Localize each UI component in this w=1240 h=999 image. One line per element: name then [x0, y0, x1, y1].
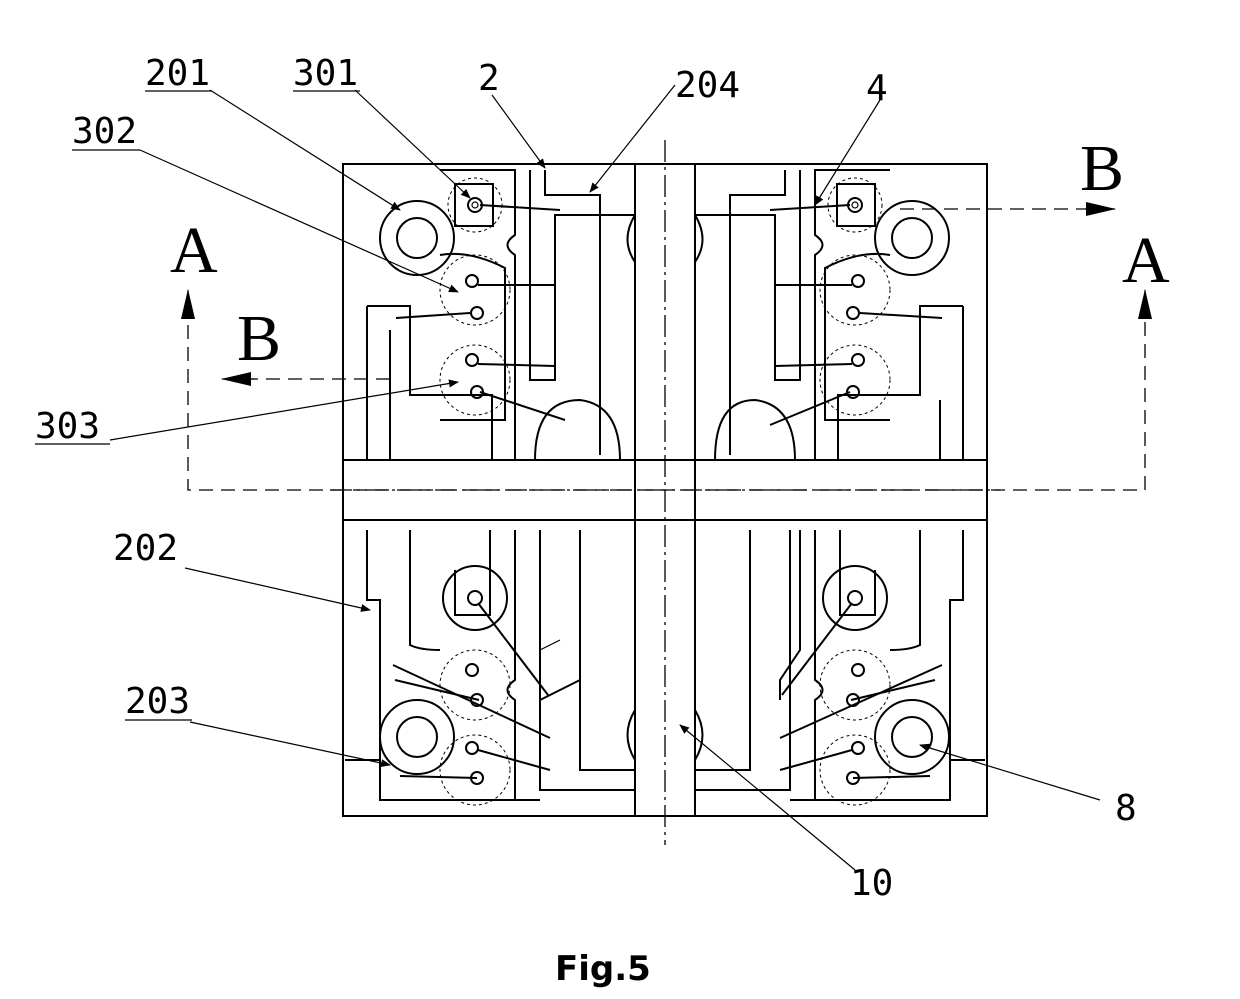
label-301: 301 [293, 53, 358, 94]
section-a-right: A [1122, 224, 1170, 297]
label-2: 2 [478, 58, 500, 99]
label-202: 202 [113, 528, 178, 569]
section-line [188, 209, 1145, 490]
label-4: 4 [866, 68, 888, 109]
section-letters: A A B B [170, 132, 1170, 375]
quadrant-bottom-left [345, 530, 635, 805]
section-b-right: B [1080, 132, 1124, 205]
label-203: 203 [125, 681, 190, 722]
leader-lines [110, 85, 1100, 870]
label-302: 302 [72, 111, 137, 152]
center-lines [330, 140, 1000, 845]
section-a-left: A [170, 214, 218, 287]
quadrant-bottom-right [695, 530, 985, 805]
section-b-left: B [237, 302, 281, 375]
figure-caption: Fig.5 [555, 949, 651, 989]
label-10: 10 [850, 863, 893, 904]
quadrant-top-right [695, 170, 963, 460]
label-204: 204 [675, 65, 740, 106]
label-8: 8 [1115, 788, 1137, 829]
reference-numerals: 201 301 2 204 4 302 303 202 203 8 10 [35, 53, 1137, 904]
label-201: 201 [145, 53, 210, 94]
label-303: 303 [35, 406, 100, 447]
quadrant-top-left [367, 170, 635, 460]
